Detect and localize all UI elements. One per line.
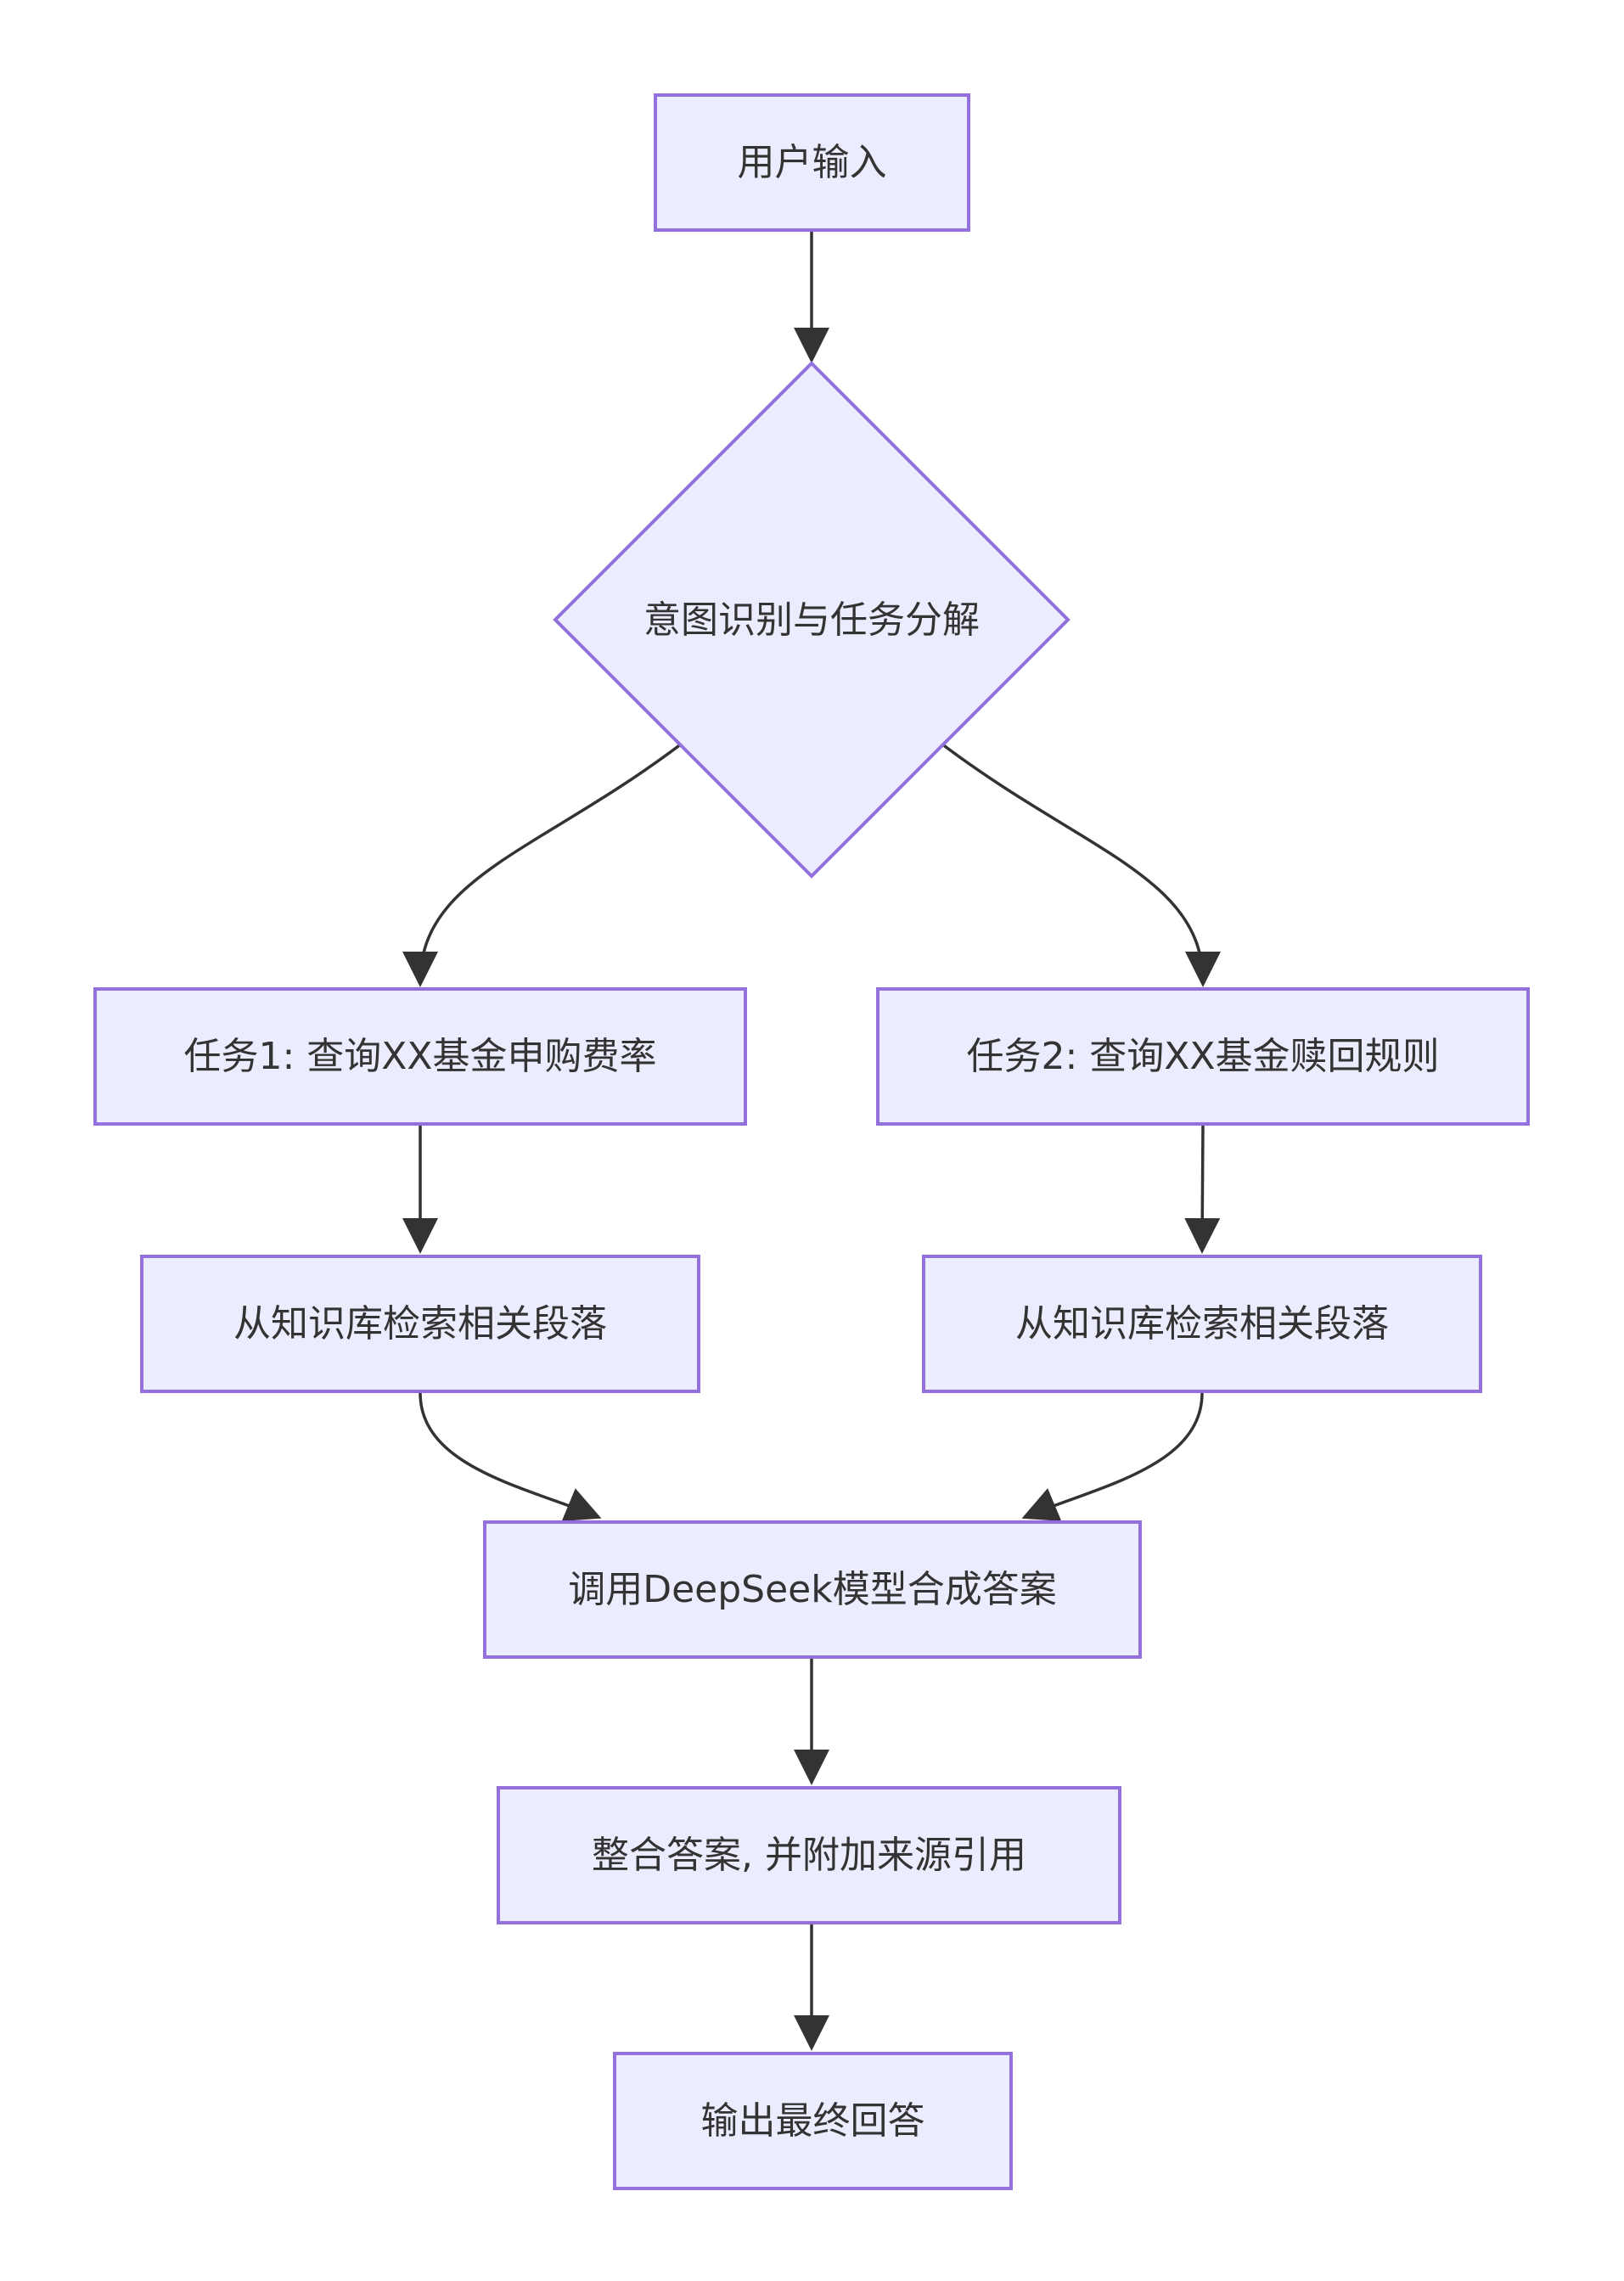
node-label: 整合答案, 并附加来源引用 <box>592 1834 1026 1877</box>
node-task1: 任务1: 查询XX基金申购费率 <box>93 987 747 1126</box>
diamond-shape <box>553 361 1070 879</box>
node-intent-decision: 意图识别与任务分解 <box>553 361 1070 879</box>
node-retrieve-left: 从知识库检索相关段落 <box>140 1255 700 1393</box>
node-label: 从知识库检索相关段落 <box>1015 1302 1389 1346</box>
node-retrieve-right: 从知识库检索相关段落 <box>922 1255 1482 1393</box>
edge-task2-to-retrieve-right <box>1184 1125 1221 1254</box>
node-label: 用户输入 <box>737 141 887 184</box>
node-label: 从知识库检索相关段落 <box>233 1302 607 1346</box>
node-label: 输出最终回答 <box>700 2099 925 2143</box>
node-label: 调用DeepSeek模型合成答案 <box>568 1568 1057 1611</box>
node-merge-citations: 整合答案, 并附加来源引用 <box>497 1786 1121 1924</box>
edge-retrieve-right-to-synthesize <box>1021 1392 1204 1521</box>
node-label: 意图识别与任务分解 <box>643 598 980 642</box>
node-label: 任务2: 查询XX基金赎回规则 <box>966 1035 1440 1078</box>
node-final-answer: 输出最终回答 <box>613 2052 1013 2190</box>
node-synthesize: 调用DeepSeek模型合成答案 <box>483 1520 1142 1659</box>
diamond-polygon <box>553 361 1070 879</box>
node-task2: 任务2: 查询XX基金赎回规则 <box>876 987 1530 1126</box>
node-user-input: 用户输入 <box>654 93 970 232</box>
node-label: 任务1: 查询XX基金申购费率 <box>183 1035 657 1078</box>
edge-retrieve-left-to-synthesize <box>419 1392 602 1522</box>
